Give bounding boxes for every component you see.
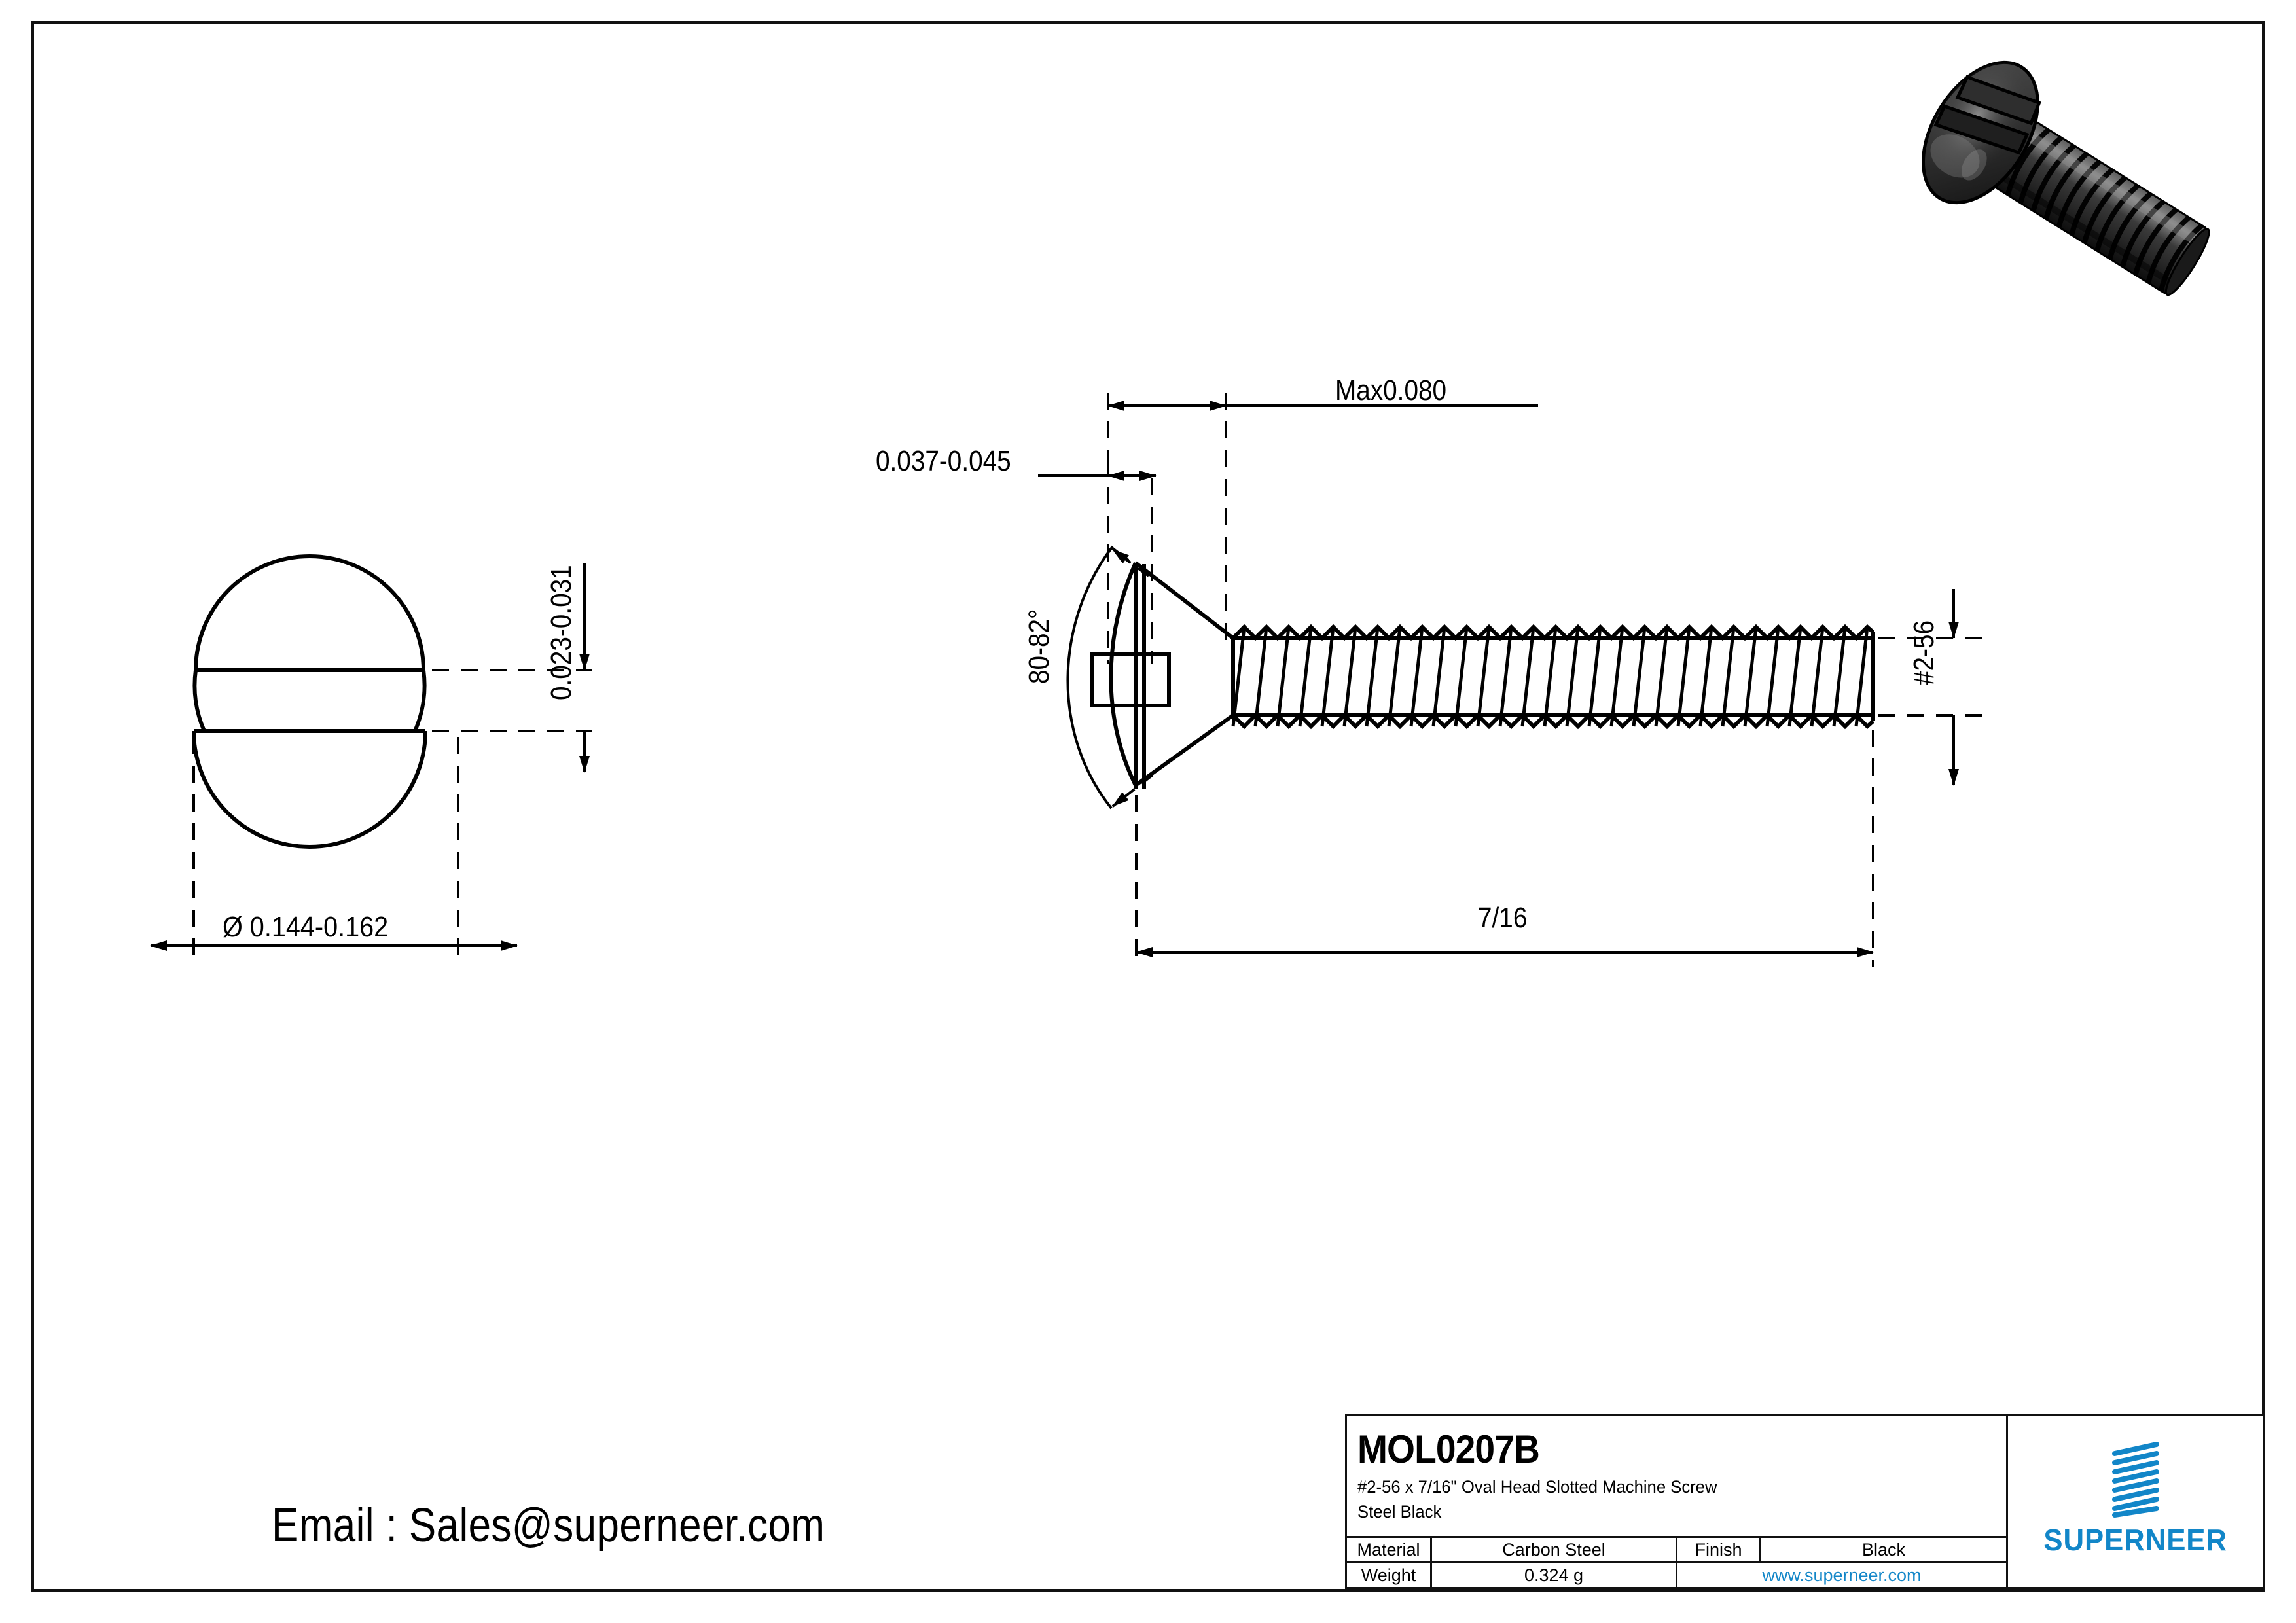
dim-head-diameter (150, 737, 518, 962)
dim-label-head-height: 0.023-0.031 (545, 565, 577, 700)
superneer-logo-icon (2111, 1442, 2159, 1518)
contact-email-text: Email : Sales@superneer.com (272, 1499, 825, 1552)
dim-slot-depth (1107, 393, 1538, 648)
dim-thread-size (1878, 589, 1983, 786)
brand-panel: SUPERNEER (2008, 1416, 2263, 1587)
brand-wordmark: SUPERNEER (2043, 1523, 2227, 1557)
description-line-1: #2-56 x 7/16" Oval Head Slotted Machine … (1357, 1477, 1717, 1497)
part-number: MOL0207B (1357, 1427, 1540, 1471)
weight-value: 0.324 g (1432, 1563, 1677, 1587)
side-view-thread (1231, 624, 1875, 730)
weight-label: Weight (1347, 1563, 1432, 1587)
dim-label-slot-depth: Max0.080 (1335, 374, 1447, 406)
spec-table: Material Carbon Steel Finish Black Weigh… (1347, 1536, 2006, 1587)
finish-value: Black (1861, 1539, 1906, 1560)
dim-label-thread-size: #2-56 (1908, 620, 1940, 685)
finish-label: Finish (1677, 1538, 1761, 1561)
description-line-2: Steel Black (1357, 1502, 1442, 1522)
drawing-border-frame (31, 21, 2265, 1592)
dim-label-head-angle: 80-82° (1023, 609, 1055, 684)
iso-screw-render (1922, 60, 2210, 296)
title-block: MOL0207B #2-56 x 7/16" Oval Head Slotted… (1345, 1414, 2265, 1589)
part-description: #2-56 x 7/16" Oval Head Slotted Machine … (1347, 1473, 2006, 1536)
dim-slot-width (1038, 458, 1157, 664)
side-view-head (1109, 561, 1235, 787)
left-top-view (192, 554, 427, 849)
side-view-slot (1090, 563, 1171, 789)
dim-label-slot-width: 0.037-0.045 (876, 445, 1011, 477)
spec-row-material: Material Carbon Steel Finish Black (1347, 1538, 2006, 1561)
part-number-row: MOL0207B (1347, 1416, 2006, 1473)
dim-label-screw-length: 7/16 (1478, 902, 1528, 934)
website-link[interactable]: www.superneer.com (1762, 1565, 1922, 1585)
material-value: Carbon Steel (1432, 1538, 1677, 1561)
dim-head-height (432, 563, 592, 773)
dim-label-head-diameter: Ø 0.144-0.162 (223, 911, 389, 943)
dim-head-angle (1066, 545, 1153, 810)
material-label: Material (1347, 1538, 1432, 1561)
title-block-left: MOL0207B #2-56 x 7/16" Oval Head Slotted… (1347, 1416, 2008, 1587)
dim-screw-length (1135, 730, 1874, 967)
spec-row-weight: Weight 0.324 g www.superneer.com (1347, 1561, 2006, 1587)
